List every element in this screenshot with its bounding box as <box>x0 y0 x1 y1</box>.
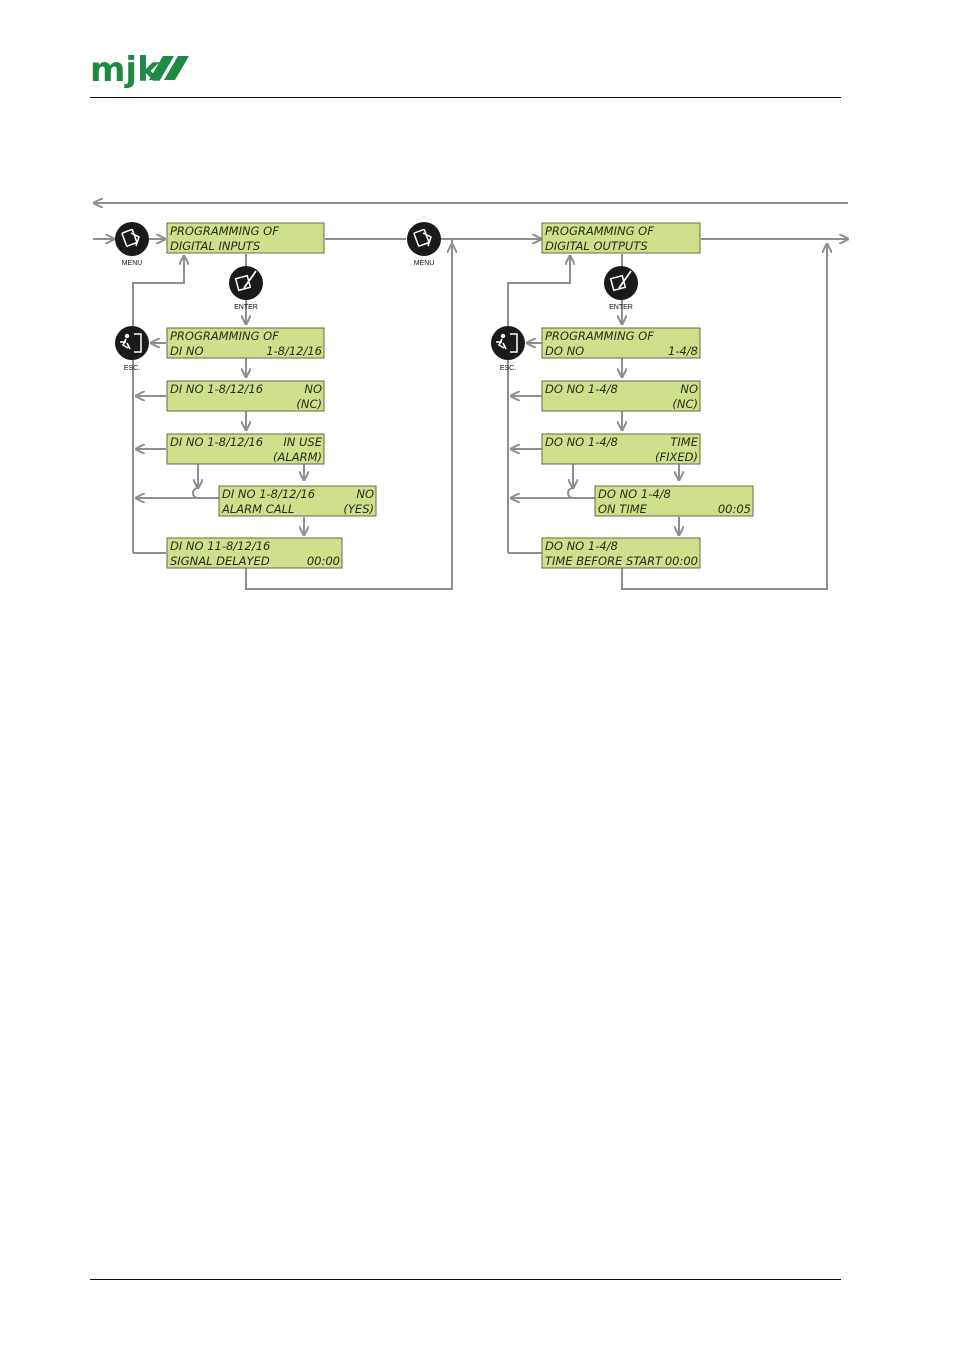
enter-button-right[interactable]: ENTER <box>604 266 638 311</box>
lcd-value: 1-4/8 <box>668 344 698 358</box>
lcd-line: DO NO 1-4/8 <box>545 435 618 449</box>
lcd-do-time-before-start: DO NO 1-4/8 TIME BEFORE START 00:00 <box>541 537 701 569</box>
lcd-line: SIGNAL DELAYED <box>170 554 270 568</box>
lcd-value: (FIXED) <box>655 450 698 464</box>
lcd-line: PROGRAMMING OF <box>545 224 654 238</box>
lcd-line: DI NO 1-8/12/16 <box>170 435 263 449</box>
lcd-di-number: PROGRAMMING OF DI NO 1-8/12/16 <box>166 327 325 359</box>
enter-icon <box>604 266 638 300</box>
enter-label: ENTER <box>234 304 258 311</box>
esc-label: ESC. <box>500 365 516 372</box>
menu-label: MENU <box>414 260 435 267</box>
lcd-do-number: PROGRAMMING OF DO NO 1-4/8 <box>541 327 701 359</box>
lcd-line: DI NO 11-8/12/16 <box>170 539 270 553</box>
esc-button-left[interactable]: ESC. <box>115 326 149 372</box>
lcd-value: 00:00 <box>307 554 340 568</box>
lcd-value: NO <box>304 382 322 396</box>
menu-flow-diagram: MENU ENTER ESC. MENU ENTER ESC. <box>93 0 954 590</box>
lcd-line: DIGITAL OUTPUTS <box>545 239 648 253</box>
lcd-line: ON TIME <box>598 502 648 516</box>
menu-button-left[interactable]: MENU <box>115 222 149 267</box>
enter-label: ENTER <box>609 304 633 311</box>
lcd-value: (NC) <box>296 397 322 411</box>
lcd-digital-inputs: PROGRAMMING OF DIGITAL INPUTS <box>166 222 325 254</box>
menu-icon <box>407 222 441 256</box>
lcd-digital-outputs: PROGRAMMING OF DIGITAL OUTPUTS <box>541 222 701 254</box>
lcd-di-signal-delay: DI NO 11-8/12/16 SIGNAL DELAYED 00:00 <box>166 537 343 569</box>
lcd-line: DI NO 1-8/12/16 <box>170 382 263 396</box>
lcd-value: (ALARM) <box>273 450 322 464</box>
lcd-line: DI NO 1-8/12/16 <box>222 487 315 501</box>
lcd-line: ALARM CALL <box>221 502 294 516</box>
lcd-value: 1-8/12/16 <box>266 344 322 358</box>
esc-label: ESC. <box>124 365 140 372</box>
lcd-line: DO NO 1-4/8 <box>545 382 618 396</box>
esc-icon <box>491 326 525 360</box>
menu-button-right[interactable]: MENU <box>407 222 441 267</box>
lcd-line: DO NO <box>545 344 584 358</box>
footer-rule <box>90 1279 841 1280</box>
lcd-value: (YES) <box>343 502 374 516</box>
lcd-line: DO NO 1-4/8 <box>545 539 618 553</box>
lcd-di-contact: DI NO 1-8/12/16 NO (NC) <box>166 380 325 412</box>
esc-icon <box>115 326 149 360</box>
lcd-line: PROGRAMMING OF <box>545 329 654 343</box>
menu-label: MENU <box>122 260 143 267</box>
menu-icon <box>115 222 149 256</box>
logo-text: mjk <box>90 50 161 90</box>
lcd-line: DI NO <box>170 344 204 358</box>
lcd-line: TIME BEFORE START <box>545 554 663 568</box>
lcd-value: IN USE <box>283 435 322 449</box>
lcd-value: NO <box>680 382 698 396</box>
lcd-value: TIME <box>670 435 698 449</box>
flow-connectors <box>93 203 848 590</box>
lcd-value: 00:00 <box>665 554 698 568</box>
enter-button-left[interactable]: ENTER <box>229 266 263 311</box>
lcd-do-on-time: DO NO 1-4/8 ON TIME 00:05 <box>594 485 754 517</box>
esc-button-right[interactable]: ESC. <box>491 326 525 372</box>
lcd-do-contact: DO NO 1-4/8 NO (NC) <box>541 380 701 412</box>
lcd-di-usage: DI NO 1-8/12/16 IN USE (ALARM) <box>166 433 325 465</box>
mjk-logo: mjk <box>90 50 189 90</box>
lcd-value: NO <box>356 487 374 501</box>
lcd-line: DIGITAL INPUTS <box>170 239 260 253</box>
lcd-line: DO NO 1-4/8 <box>598 487 671 501</box>
header-rule <box>90 97 841 98</box>
lcd-line: PROGRAMMING OF <box>170 329 279 343</box>
lcd-di-alarm-call: DI NO 1-8/12/16 NO ALARM CALL (YES) <box>218 485 377 517</box>
lcd-value: 00:05 <box>718 502 751 516</box>
lcd-value: (NC) <box>672 397 698 411</box>
lcd-line: PROGRAMMING OF <box>170 224 279 238</box>
enter-icon <box>229 266 263 300</box>
lcd-do-mode: DO NO 1-4/8 TIME (FIXED) <box>541 433 701 465</box>
